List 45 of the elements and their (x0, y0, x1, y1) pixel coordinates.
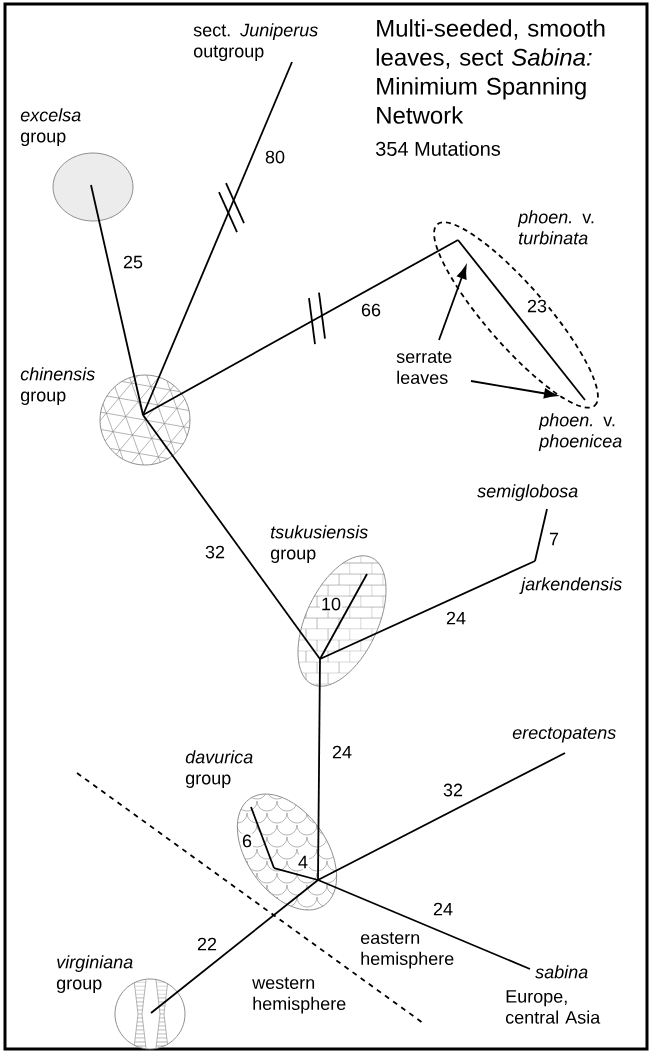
taxon-label: semiglobosa (477, 484, 578, 501)
region-label: western hemisphere (252, 977, 346, 1014)
branch-line (142, 414, 321, 660)
taxon-label: sect. Juniperus outgroup (193, 23, 318, 61)
branch-line (142, 239, 459, 416)
edge-label: 66 (360, 302, 382, 318)
arrow (438, 265, 467, 341)
edge-label: 24 (445, 610, 467, 626)
taxon-label: phoen. v. turbinata (517, 210, 594, 245)
branch-line (273, 867, 319, 881)
branch-line (319, 573, 368, 660)
arrow (470, 380, 557, 399)
edge-label: 4 (297, 854, 309, 870)
branch-line (250, 806, 275, 869)
group-label: chinensis group (20, 367, 95, 405)
taxon-label: phoen. v. phoenicea (538, 413, 622, 451)
subtitle: 354 Mutations (375, 141, 501, 156)
edge-label: 32 (204, 544, 226, 560)
edge-label: 25 (122, 254, 144, 270)
branch-line (319, 560, 536, 660)
group-label: davurica group (185, 750, 253, 788)
branch-line (317, 879, 531, 970)
taxon-label: sabina (535, 965, 588, 979)
group-label: excelsa group (20, 108, 81, 146)
annotation-text: serrate leaves (396, 351, 452, 384)
title: Multi-seeded, smooth leaves, sect Sabina: Minimium Spanning Network (376, 19, 605, 124)
edge-label: 32 (442, 782, 464, 798)
branch-line (317, 752, 566, 881)
group-label: virginiana group (56, 955, 133, 993)
branch-line (534, 508, 548, 562)
branch-line (142, 61, 293, 416)
edge-label: 24 (432, 901, 454, 917)
group-label: tsukusiensis group (270, 525, 368, 563)
edge-label: 24 (331, 744, 353, 760)
taxon-label: jarkendensis (519, 577, 622, 594)
edge-label: 7 (548, 531, 560, 547)
region-label: eastern hemisphere (360, 932, 454, 969)
region-label: Europe, central Asia (505, 990, 601, 1024)
branch-line (90, 184, 144, 416)
branch-line (150, 879, 319, 1014)
edge-label: 23 (526, 298, 548, 314)
taxon-label: erectopatens (512, 727, 616, 743)
edge-label: 22 (196, 936, 218, 952)
branch-line (317, 658, 321, 881)
edge-label: 80 (264, 149, 286, 165)
